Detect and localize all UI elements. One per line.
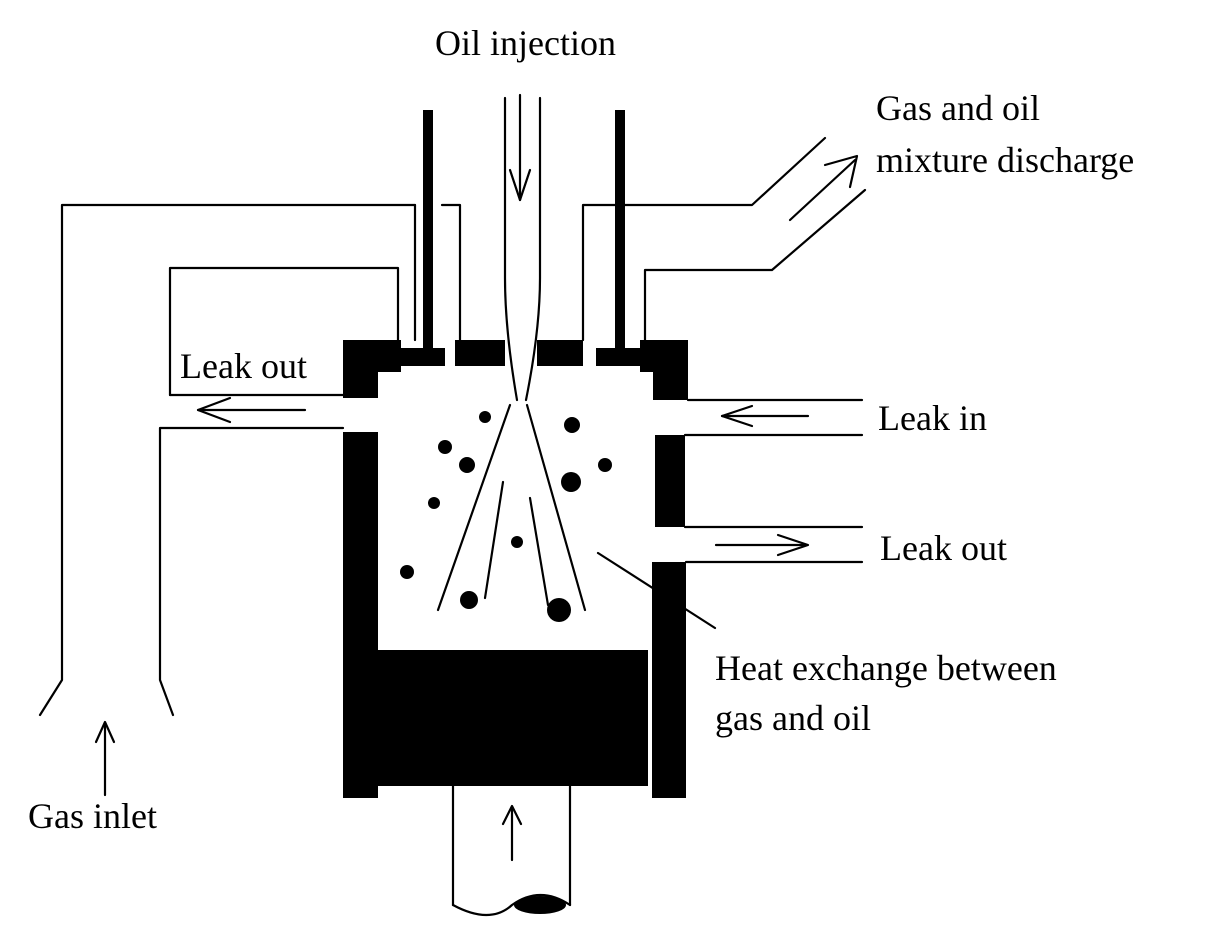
cylinder-head-left	[343, 340, 401, 372]
label-gas-oil-discharge-line2: mixture discharge	[876, 140, 1134, 180]
label-oil-injection: Oil injection	[435, 23, 616, 63]
label-leak-in: Leak in	[878, 398, 987, 438]
cylinder-head-right	[640, 340, 688, 372]
label-gas-inlet: Gas inlet	[28, 796, 157, 836]
oil-spray	[436, 403, 587, 612]
leak-in-channel	[683, 398, 864, 437]
cylinder-left-wall-lower	[343, 432, 378, 798]
leak-out-right-channel	[683, 525, 864, 564]
piston	[378, 650, 648, 786]
gas-inlet-pipe	[38, 203, 462, 797]
cylinder-right-wall-lower	[652, 562, 686, 798]
oil-injection-nozzle	[503, 93, 542, 402]
cylinder-walls	[343, 340, 688, 798]
discharge-pipe	[581, 136, 867, 342]
leak-out-left-channel	[168, 266, 400, 424]
label-leak-out-left: Leak out	[180, 346, 307, 386]
label-heat-exchange-line2: gas and oil	[715, 698, 871, 738]
heat-exchange-pointer	[596, 551, 717, 630]
cylinder-head-center-right	[537, 340, 583, 366]
discharge-valve	[596, 110, 640, 366]
cylinder-head-center-left	[455, 340, 505, 366]
oil-droplets	[400, 411, 612, 622]
label-heat-exchange-line1: Heat exchange between	[715, 648, 1057, 688]
cylinder-right-wall-middle	[655, 435, 685, 527]
piston-rod	[451, 784, 572, 916]
label-leak-out-right: Leak out	[880, 528, 1007, 568]
suction-valve	[401, 110, 445, 366]
label-gas-oil-discharge-line1: Gas and oil	[876, 88, 1040, 128]
